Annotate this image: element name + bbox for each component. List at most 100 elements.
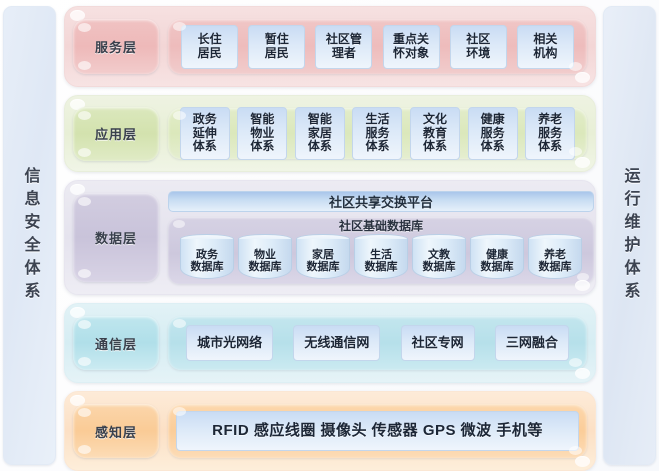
- application-item-line3: 体系: [365, 139, 390, 154]
- database-label-line1: 养老: [544, 248, 566, 261]
- service-item-line2: 机构: [533, 45, 558, 60]
- application-item-line1: 健康: [480, 112, 505, 127]
- application-item[interactable]: 智能 物业 体系: [237, 107, 288, 160]
- database-label-line2: 数据库: [248, 261, 282, 273]
- application-item-line3: 体系: [250, 139, 275, 154]
- application-item-line3: 体系: [423, 139, 448, 154]
- database-label-line1: 物业: [254, 248, 276, 261]
- service-item-line1: 重点关: [393, 32, 430, 47]
- shared-exchange-platform-label: 社区共享交换平台: [328, 195, 433, 210]
- database-label-line2: 数据库: [190, 261, 224, 273]
- application-item-line1: 文化: [423, 112, 448, 127]
- layer-title-application: 应用层: [73, 106, 159, 161]
- layer-row-data: 数据层 社区共享交换平台 社区基础数据库 政务 数据库: [64, 180, 596, 295]
- perception-item[interactable]: RFID 感应线圈 摄像头 传感器 GPS 微波 手机等: [176, 411, 579, 451]
- service-item-line1: 暂住: [264, 32, 289, 47]
- service-item-line2: 理者: [331, 45, 356, 60]
- service-item-line1: 相关: [533, 32, 558, 47]
- service-item-line1: 社区: [466, 32, 491, 47]
- communication-item[interactable]: 城市光网络: [186, 325, 274, 361]
- layer-body-service: 长住 居民 暂住 居民 社区管 理者 重点关 怀对象 社区 环境: [168, 19, 587, 74]
- database-cylinder[interactable]: 物业 数据库: [236, 234, 294, 280]
- layer-body-communication: 城市光网络 无线通信网 社区专网 三网融合: [168, 316, 587, 370]
- cylinder-body: 物业 数据库: [238, 239, 292, 279]
- application-item[interactable]: 文化 教育 体系: [410, 107, 461, 160]
- application-item-line3: 体系: [538, 139, 563, 154]
- shared-exchange-platform-bar[interactable]: 社区共享交换平台: [168, 191, 594, 212]
- database-label-line2: 数据库: [422, 261, 456, 273]
- cylinder-body: 家居 数据库: [296, 239, 350, 279]
- layer-stack: 服务层 长住 居民 暂住 居民 社区管 理者 重点关 怀对象: [64, 4, 596, 471]
- application-item-line3: 体系: [307, 139, 332, 154]
- database-label-line1: 健康: [486, 248, 508, 261]
- layer-body-data: 社区共享交换平台 社区基础数据库 政务 数据库: [168, 191, 594, 284]
- layer-body-perception: RFID 感应线圈 摄像头 传感器 GPS 微波 手机等: [168, 404, 587, 458]
- application-item[interactable]: 健康 服务 体系: [467, 107, 518, 160]
- left-side-panel-information-security: 信息安全体系: [3, 6, 56, 465]
- application-item-line1: 政务: [192, 112, 217, 127]
- layer-row-application: 应用层 政务 延伸 体系 智能 物业 体系 智能 家居 体系: [64, 95, 596, 172]
- application-item-line2: 物业: [250, 125, 275, 140]
- layer-body-application: 政务 延伸 体系 智能 物业 体系 智能 家居 体系 生活 服务 体系: [168, 107, 587, 160]
- application-item-line2: 家居: [307, 125, 332, 140]
- database-cylinder-row: 政务 数据库 物业 数据库: [176, 234, 586, 280]
- application-item-line2: 延伸: [192, 125, 217, 140]
- application-item[interactable]: 智能 家居 体系: [294, 107, 345, 160]
- database-cylinder[interactable]: 生活 数据库: [352, 234, 410, 280]
- application-item-line2: 服务: [365, 125, 390, 140]
- service-item[interactable]: 社区管 理者: [315, 24, 373, 69]
- application-item[interactable]: 政务 延伸 体系: [179, 107, 230, 160]
- service-item-line1: 长住: [197, 32, 222, 47]
- database-label-line2: 数据库: [480, 261, 514, 273]
- service-item[interactable]: 暂住 居民: [248, 24, 306, 69]
- service-item-line2: 环境: [466, 45, 491, 60]
- database-label-line1: 家居: [312, 248, 334, 261]
- layer-row-service: 服务层 长住 居民 暂住 居民 社区管 理者 重点关 怀对象: [64, 6, 596, 87]
- layer-row-perception: 感知层 RFID 感应线圈 摄像头 传感器 GPS 微波 手机等: [64, 391, 596, 471]
- application-item[interactable]: 养老 服务 体系: [525, 107, 576, 160]
- database-label-line1: 政务: [196, 248, 218, 261]
- application-item-line1: 养老: [538, 112, 563, 127]
- layer-title-perception: 感知层: [73, 404, 159, 458]
- application-item-line1: 生活: [365, 112, 390, 127]
- cylinder-body: 政务 数据库: [180, 239, 234, 279]
- base-database-group-title: 社区基础数据库: [338, 219, 423, 233]
- service-item-line2: 居民: [264, 45, 289, 60]
- database-cylinder[interactable]: 养老 数据库: [526, 234, 584, 280]
- application-item-line1: 智能: [250, 112, 275, 127]
- database-cylinder[interactable]: 健康 数据库: [468, 234, 526, 280]
- service-item-line2: 居民: [197, 45, 222, 60]
- service-item[interactable]: 社区 环境: [449, 24, 507, 69]
- cylinder-body: 养老 数据库: [528, 239, 582, 279]
- application-item-line2: 服务: [538, 125, 563, 140]
- layer-title-data: 数据层: [73, 193, 159, 282]
- base-database-group: 社区基础数据库 政务 数据库 物业: [168, 217, 594, 284]
- service-item[interactable]: 重点关 怀对象: [382, 24, 440, 69]
- database-label-line1: 生活: [370, 248, 392, 261]
- database-label-line2: 数据库: [364, 261, 398, 273]
- communication-item[interactable]: 社区专网: [400, 325, 475, 361]
- cylinder-body: 健康 数据库: [470, 239, 524, 279]
- left-side-panel-label: 信息安全体系: [21, 166, 39, 305]
- application-item-line3: 体系: [192, 139, 217, 154]
- communication-item[interactable]: 三网融合: [494, 325, 569, 361]
- application-item-line1: 智能: [307, 112, 332, 127]
- database-label-line2: 数据库: [306, 261, 340, 273]
- application-item[interactable]: 生活 服务 体系: [352, 107, 403, 160]
- cylinder-body: 文教 数据库: [412, 239, 466, 279]
- service-item[interactable]: 相关 机构: [516, 24, 574, 69]
- database-cylinder[interactable]: 文教 数据库: [410, 234, 468, 280]
- database-cylinder[interactable]: 政务 数据库: [178, 234, 236, 280]
- service-item-line1: 社区管: [325, 32, 362, 47]
- layer-title-communication: 通信层: [73, 316, 159, 370]
- service-item-line2: 怀对象: [393, 45, 430, 60]
- database-cylinder[interactable]: 家居 数据库: [294, 234, 352, 280]
- communication-item[interactable]: 无线通信网: [293, 325, 381, 361]
- application-item-line3: 体系: [480, 139, 505, 154]
- right-side-panel-operation-maintenance: 运行维护体系: [603, 6, 656, 465]
- service-item[interactable]: 长住 居民: [181, 24, 239, 69]
- application-item-line2: 教育: [423, 125, 448, 140]
- right-side-panel-label: 运行维护体系: [621, 166, 639, 305]
- cylinder-body: 生活 数据库: [354, 239, 408, 279]
